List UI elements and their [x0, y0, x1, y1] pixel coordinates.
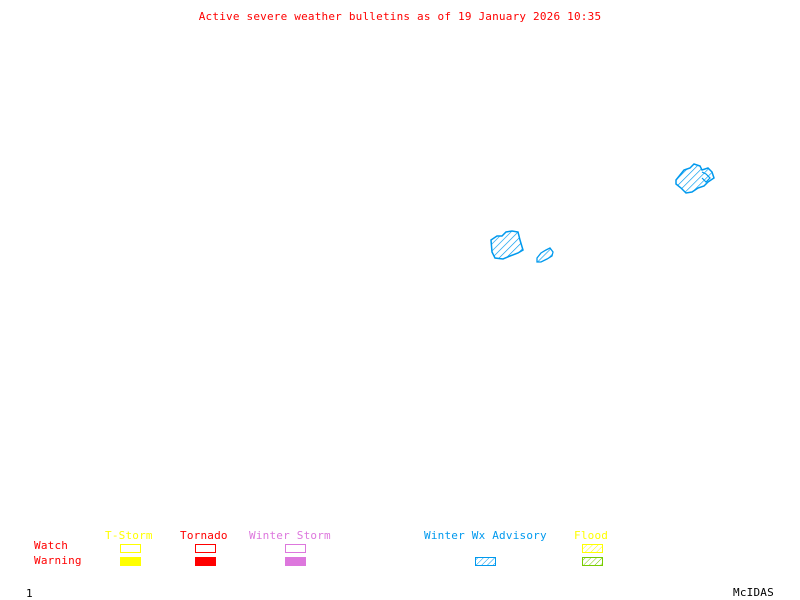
legend-label-winter-advisory: Winter Wx Advisory — [424, 529, 547, 542]
advisory-area-central-west[interactable] — [490, 230, 524, 260]
legend-label-tornado: Tornado — [180, 529, 228, 542]
tornado-watch-swatch — [195, 544, 216, 553]
advisory-area-central-east[interactable] — [536, 247, 554, 263]
frame-number: 1 — [26, 587, 33, 600]
legend-label-tstorm: T-Storm — [105, 529, 153, 542]
mcidas-brand: McIDAS — [733, 586, 774, 599]
legend-label-winter-storm: Winter Storm — [249, 529, 331, 542]
winter-storm-watch-swatch — [285, 544, 306, 553]
winter-storm-warning-swatch — [285, 557, 306, 566]
legend-row-label-watch: Watch — [34, 539, 69, 552]
tstorm-watch-swatch — [120, 544, 141, 553]
legend-row-label-warning: Warning — [34, 554, 82, 567]
bulletin-title: Active severe weather bulletins as of 19… — [198, 10, 602, 23]
advisory-area-northeast[interactable] — [675, 163, 715, 194]
tstorm-warning-swatch — [120, 557, 141, 566]
legend-label-flood: Flood — [574, 529, 609, 542]
tornado-warning-swatch — [195, 557, 216, 566]
